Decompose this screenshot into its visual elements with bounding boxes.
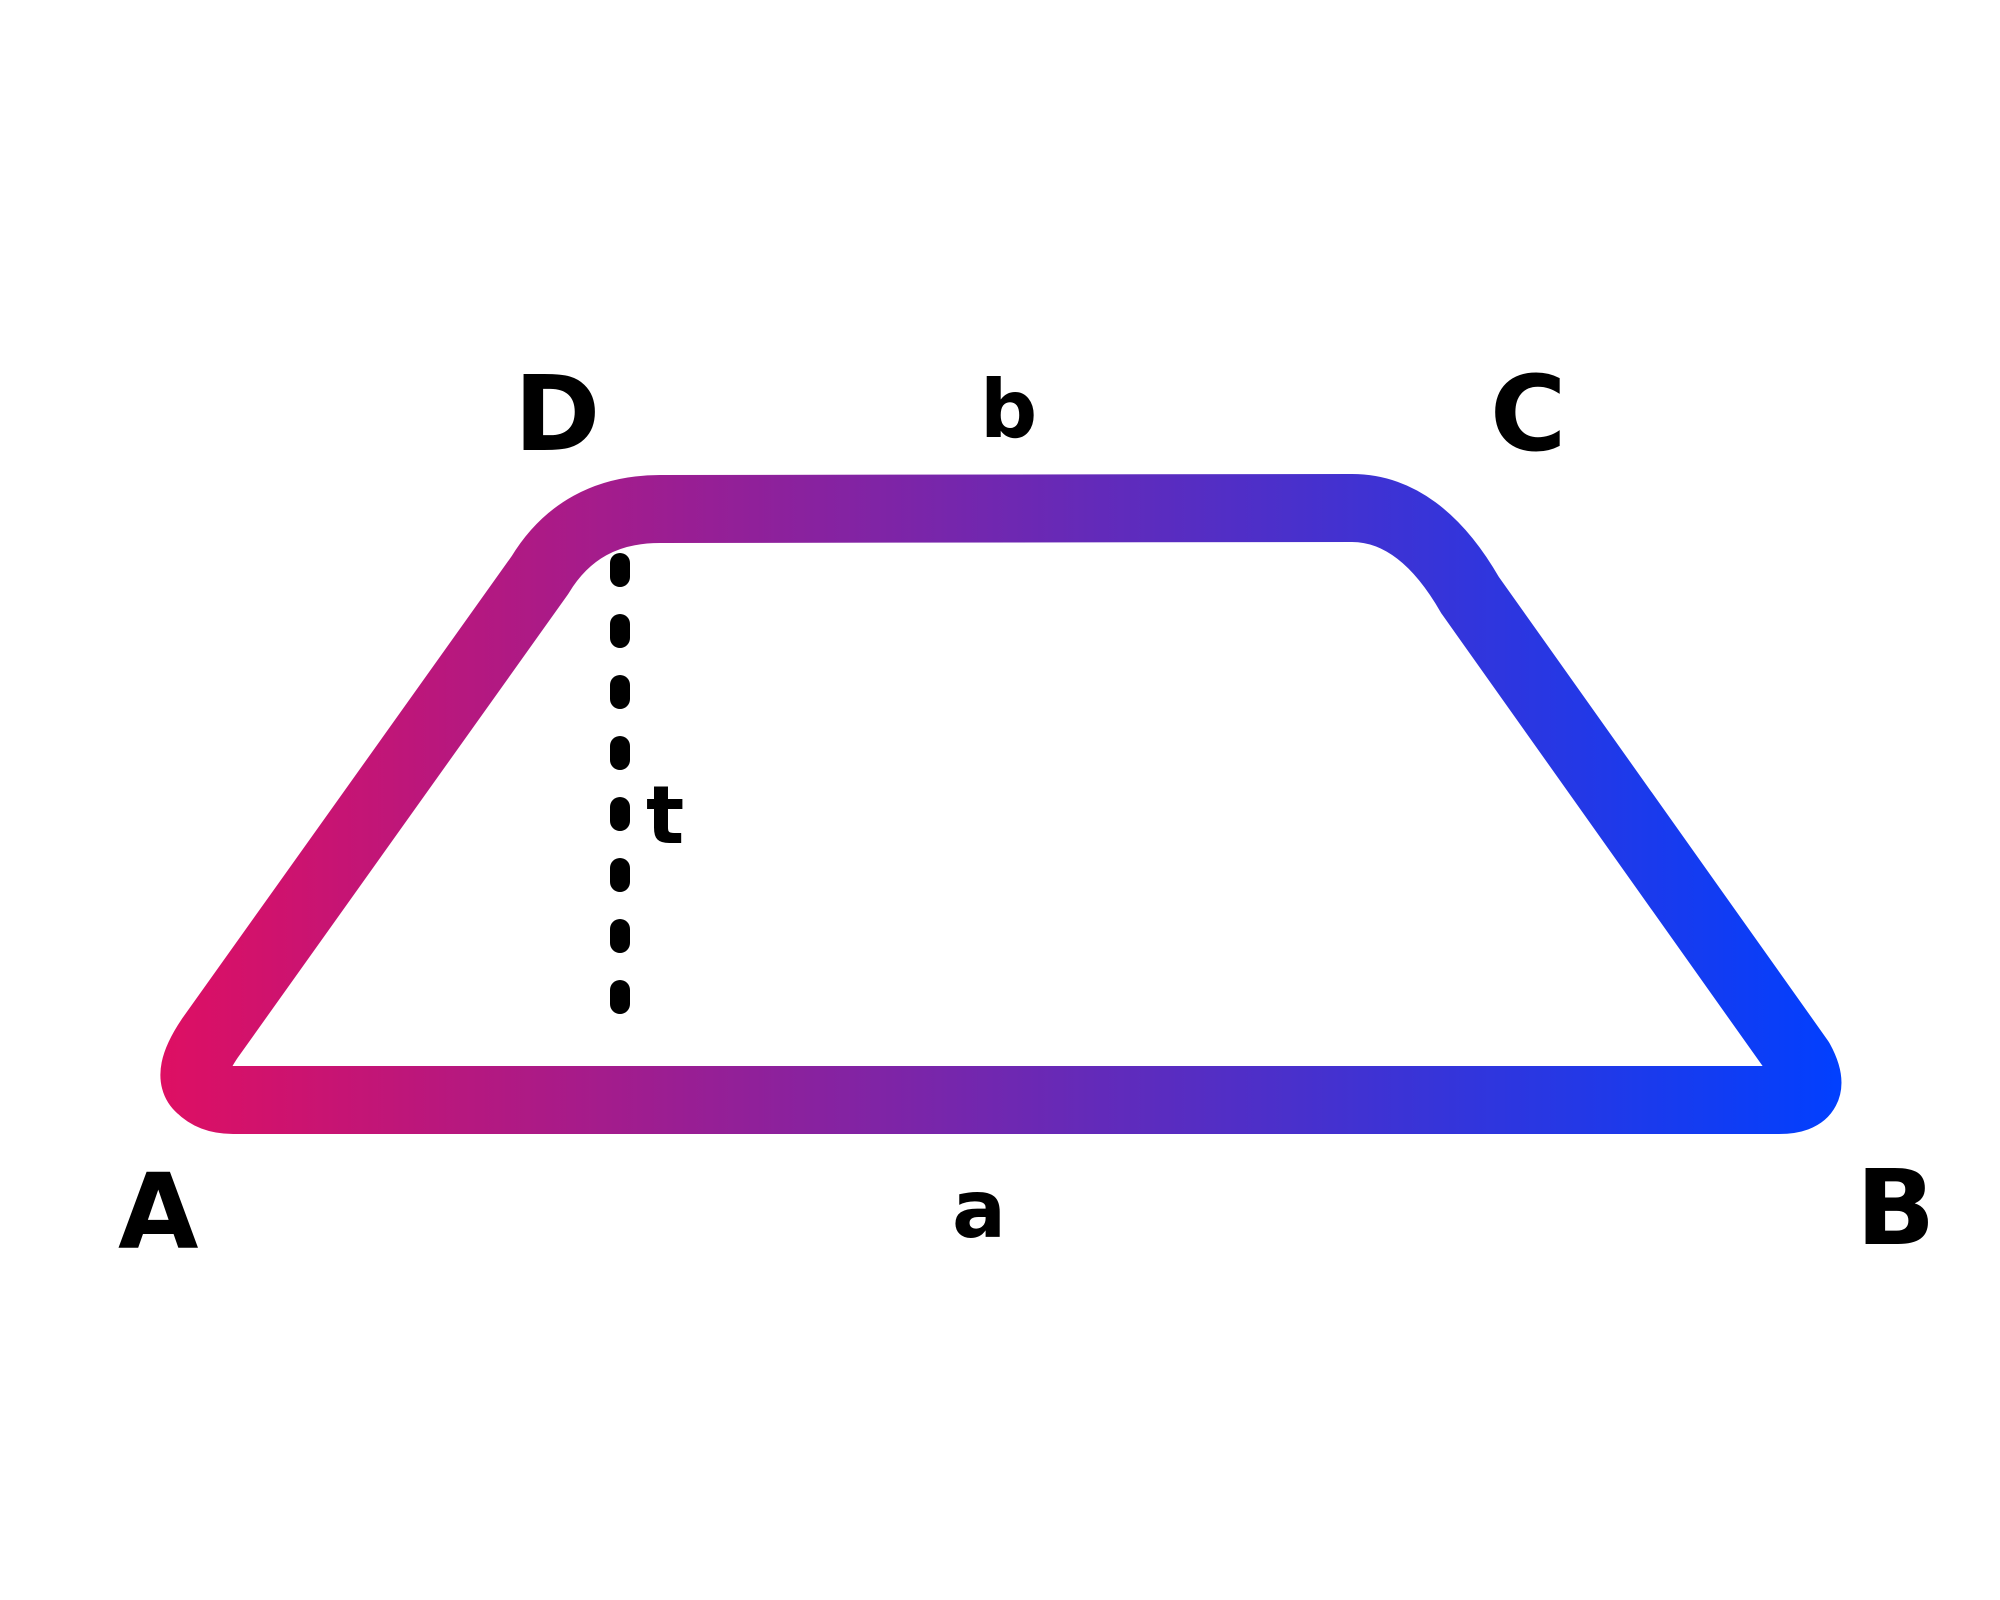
side-label-bottom: a (952, 1163, 1006, 1256)
vertex-label-c: C (1490, 353, 1567, 475)
vertex-label-d: D (514, 353, 601, 475)
vertex-label-a: A (118, 1151, 199, 1273)
vertex-label-b: B (1856, 1147, 1936, 1269)
side-label-top: b (980, 363, 1038, 456)
height-label: t (646, 769, 685, 862)
trapezoid-outline (160, 474, 1842, 1134)
